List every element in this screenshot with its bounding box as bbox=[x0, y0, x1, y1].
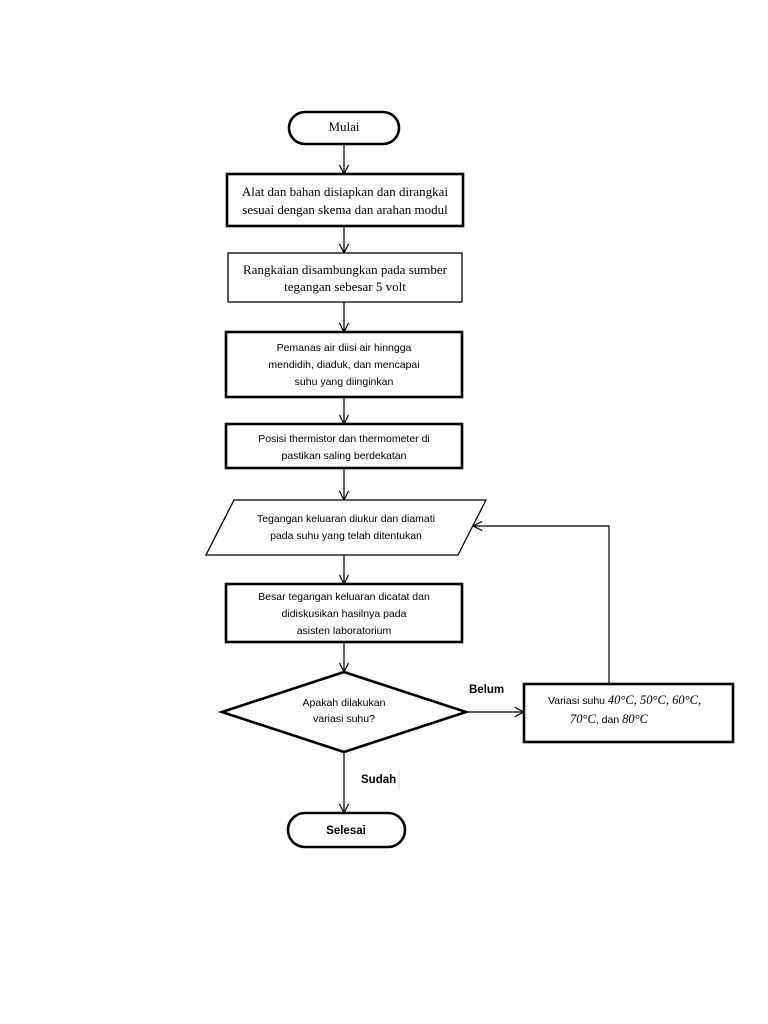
variation-temp-80: 80°C bbox=[622, 712, 648, 726]
step5-line1: Tegangan keluaran diukur dan diamati bbox=[257, 513, 435, 525]
variation-node: Variasi suhu 40°C, 50°C, 60°C, 70°C, dan… bbox=[522, 682, 735, 744]
step3-line2: mendidih, diaduk, dan mencapai bbox=[268, 359, 419, 371]
step1-line1: Alat dan bahan disiapkan dan dirangkai bbox=[242, 184, 449, 199]
variation-line2: 70°C, dan 80°C bbox=[570, 712, 649, 726]
step2-line2: tegangan sebesar 5 volt bbox=[284, 279, 406, 294]
step2-line1: Rangkaian disambungkan pada sumber bbox=[243, 262, 448, 277]
variation-sep-3: , bbox=[698, 693, 701, 707]
step-position-sensors: Posisi thermistor dan thermometer di pas… bbox=[224, 422, 464, 470]
variation-line1: Variasi suhu 40°C, 50°C, 60°C, bbox=[548, 693, 701, 707]
step-prepare-equipment: Alat dan bahan disiapkan dan dirangkai s… bbox=[225, 172, 465, 228]
step1-line2: sesuai dengan skema dan arahan modul bbox=[242, 202, 448, 217]
step3-line1: Pemanas air diisi air hinngga bbox=[277, 342, 412, 354]
variation-sep-1: , bbox=[634, 693, 640, 707]
step-connect-source: Rangkaian disambungkan pada sumber tegan… bbox=[227, 252, 463, 303]
decision-line1: Apakah dilakukan bbox=[303, 697, 386, 709]
step-measure-voltage: Tegangan keluaran diukur dan diamati pad… bbox=[204, 499, 488, 556]
variation-sep-2: , bbox=[666, 693, 672, 707]
end-node: Selesai bbox=[286, 811, 407, 849]
variation-temp-50: 50°C bbox=[640, 693, 666, 707]
variation-prefix: Variasi suhu bbox=[548, 695, 608, 707]
variation-temp-60: 60°C bbox=[672, 693, 698, 707]
arrow-variation-loop-back bbox=[473, 526, 610, 684]
branch-label-yes: Sudah bbox=[361, 774, 396, 786]
start-node: Mulai bbox=[287, 110, 401, 146]
decision-node: Apakah dilakukan variasi suhu? bbox=[217, 670, 471, 754]
step-heat-water: Pemanas air diisi air hinngga mendidih, … bbox=[224, 330, 464, 399]
variation-temp-40: 40°C bbox=[608, 693, 634, 707]
step6-line2: didiskusikan hasilnya pada bbox=[282, 608, 407, 620]
variation-temp-70: 70°C bbox=[570, 712, 596, 726]
step-record-discuss: Besar tegangan keluaran dicatat dan didi… bbox=[224, 582, 464, 644]
end-label: Selesai bbox=[326, 825, 366, 837]
step3-line3: suhu yang diinginkan bbox=[295, 376, 394, 388]
decision-line2: variasi suhu? bbox=[313, 713, 375, 725]
variation-sep-4: , dan bbox=[596, 714, 622, 726]
start-label: Mulai bbox=[328, 119, 359, 134]
step4-line1: Posisi thermistor dan thermometer di bbox=[258, 433, 430, 445]
step6-line1: Besar tegangan keluaran dicatat dan bbox=[258, 591, 430, 603]
step5-line2: pada suhu yang telah ditentukan bbox=[270, 530, 422, 542]
step6-line3: asisten laboratorium bbox=[297, 625, 392, 637]
branch-label-no: Belum bbox=[469, 684, 504, 696]
step4-line2: pastikan saling berdekatan bbox=[282, 450, 407, 462]
